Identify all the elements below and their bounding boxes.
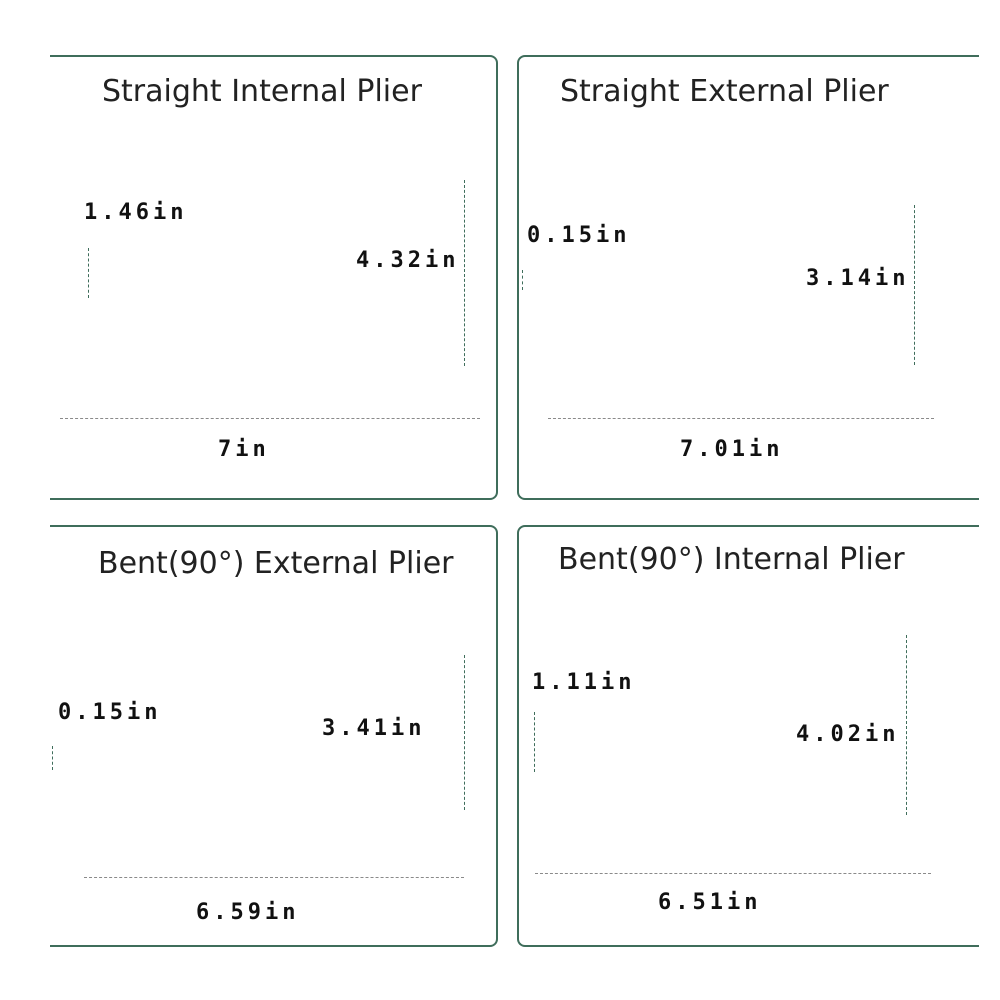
height-dim-line	[914, 205, 915, 365]
tip-dim-line	[88, 248, 89, 298]
panel-straight-internal	[50, 55, 498, 500]
panel-title: Straight External Plier	[560, 74, 889, 109]
height-measure: 3.41in	[322, 716, 426, 741]
length-measure: 6.59in	[196, 900, 300, 925]
length-dim-line	[535, 873, 931, 874]
panel-title: Bent(90°) Internal Plier	[558, 542, 905, 577]
tip-dim-line	[52, 746, 53, 770]
length-measure: 7.01in	[680, 437, 784, 462]
length-measure: 7in	[218, 437, 270, 462]
height-dim-line	[906, 635, 907, 815]
length-dim-line	[84, 877, 464, 878]
tip-measure: 0.15in	[58, 700, 162, 725]
tip-measure: 1.11in	[532, 670, 636, 695]
tip-measure: 1.46in	[84, 200, 188, 225]
height-dim-line	[464, 180, 465, 366]
length-dim-line	[60, 418, 480, 419]
panel-title: Straight Internal Plier	[102, 74, 422, 109]
panel-title: Bent(90°) External Plier	[98, 546, 454, 581]
panel-bent-internal	[517, 525, 979, 947]
panel-bent-external	[50, 525, 498, 947]
panel-straight-external	[517, 55, 979, 500]
length-measure: 6.51in	[658, 890, 762, 915]
tip-dim-line	[522, 270, 523, 290]
tip-measure: 0.15in	[527, 223, 631, 248]
tip-dim-line	[534, 712, 535, 772]
height-measure: 4.32in	[356, 248, 460, 273]
length-dim-line	[548, 418, 934, 419]
height-measure: 3.14in	[806, 266, 910, 291]
height-dim-line	[464, 655, 465, 810]
height-measure: 4.02in	[796, 722, 900, 747]
